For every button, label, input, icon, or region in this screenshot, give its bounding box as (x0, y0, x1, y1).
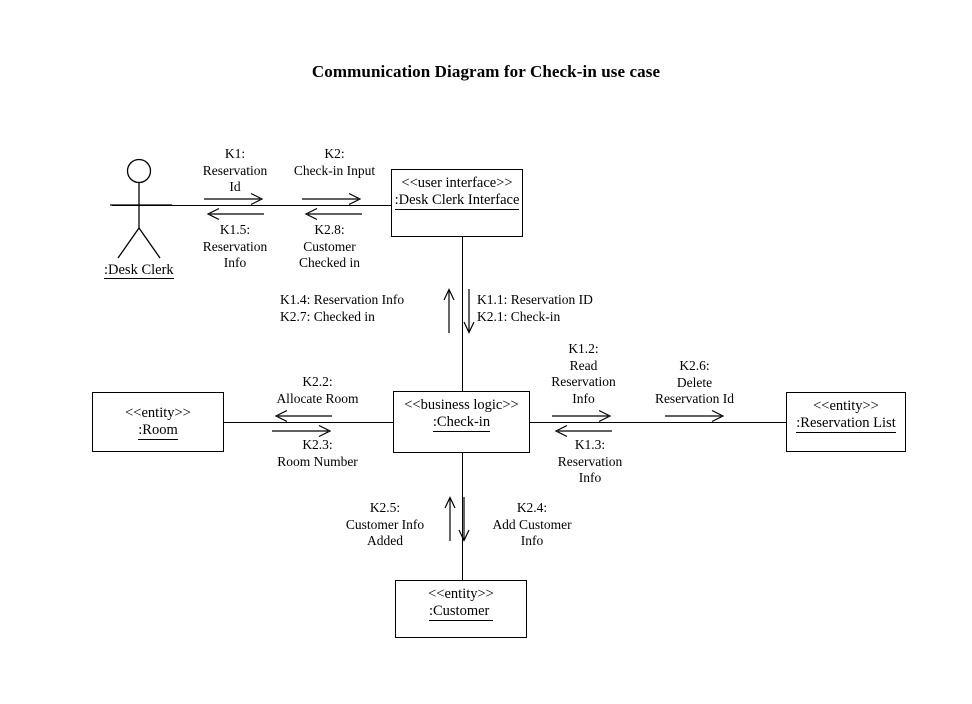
message-label-k2-4: K2.4: Add Customer Info (492, 500, 572, 548)
node-check-in[interactable]: <<business logic>> :Check-in (393, 391, 530, 453)
node-objname: :Check-in (432, 414, 491, 432)
arrow-k2-4-down (457, 497, 471, 542)
actor-desk-clerk-label: :Desk Clerk (104, 262, 174, 279)
arrow-k2-2-left (272, 409, 334, 423)
link-checkin-customer (462, 453, 463, 580)
node-room[interactable]: <<entity>> :Room (92, 392, 224, 452)
node-reservation-list[interactable]: <<entity>> :Reservation List (786, 392, 906, 452)
arrow-k1-5-left (204, 207, 266, 221)
arrow-k2-8-left (302, 207, 364, 221)
message-label-k2-5: K2.5: Customer Info Added (345, 500, 425, 548)
message-label-k1-1-k2-1: K1.1: Reservation ID K2.1: Check-in (477, 292, 593, 324)
node-stereotype: <<entity>> (813, 398, 879, 414)
message-label-k2-6: K2.6: Delete Reservation Id (654, 358, 735, 406)
message-label-k2: K2: Check-in Input (293, 146, 376, 178)
message-label-k2-3: K2.3: Room Number (277, 437, 358, 469)
message-label-k1-3: K1.3: Reservation Info (557, 437, 623, 485)
page-title: Communication Diagram for Check-in use c… (311, 62, 661, 81)
arrow-k2-right (302, 192, 364, 206)
arrow-k2-5-up (443, 496, 457, 541)
message-label-k1-2: K1.2: Read Reservation Info (551, 341, 616, 406)
link-clerk-interface (112, 205, 391, 206)
link-checkin-reservationlist (530, 422, 786, 423)
arrow-k1-3-left (552, 424, 614, 438)
node-objname: :Desk Clerk Interface (394, 192, 520, 210)
node-stereotype: <<entity>> (428, 586, 494, 602)
message-label-k1-4-k2-7: K1.4: Reservation Info K2.7: Checked in (280, 292, 405, 324)
actor-desk-clerk (110, 158, 190, 271)
message-label-k1-5: K1.5: Reservation Info (202, 222, 268, 270)
node-customer[interactable]: <<entity>> :Customer (395, 580, 527, 638)
node-objname: :Reservation List (796, 415, 896, 433)
stick-figure-icon (110, 158, 172, 259)
link-interface-checkin (462, 237, 463, 391)
node-objname: :Customer (428, 603, 494, 621)
arrow-k2-6-right (665, 409, 727, 423)
arrow-k1-4-k2-7-up (442, 288, 456, 333)
node-stereotype: <<user interface>> (401, 175, 513, 191)
actor-label-text: :Desk Clerk (104, 262, 174, 279)
message-label-k1: K1: Reservation Id (202, 146, 268, 194)
link-room-checkin (224, 422, 393, 423)
arrow-k1-2-right (552, 409, 614, 423)
node-desk-clerk-interface[interactable]: <<user interface>> :Desk Clerk Interface (391, 169, 523, 237)
node-stereotype: <<business logic>> (404, 397, 519, 413)
node-objname: :Room (138, 421, 178, 440)
message-label-k2-8: K2.8: Customer Checked in (298, 222, 361, 270)
arrow-k2-3-right (272, 424, 334, 438)
node-stereotype: <<entity>> (125, 404, 191, 421)
arrow-k1-right (204, 192, 266, 206)
message-label-k2-2: K2.2: Allocate Room (276, 374, 359, 406)
arrow-k1-1-k2-1-down (462, 289, 476, 334)
